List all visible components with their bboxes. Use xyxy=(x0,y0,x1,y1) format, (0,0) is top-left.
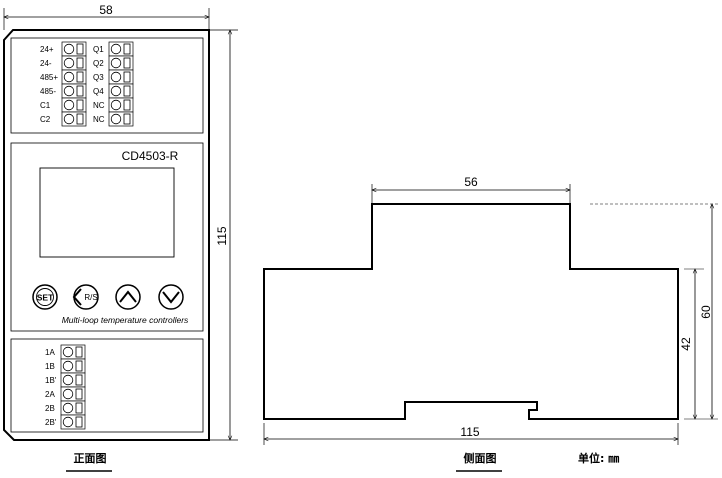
terminal-slot xyxy=(61,41,87,57)
bottom-terminal-block xyxy=(60,344,86,430)
front-height-dimension: 115 xyxy=(210,30,238,440)
terminal-slot xyxy=(61,97,87,113)
side-profile-outline xyxy=(263,203,679,420)
bottom-labels: 1A 1B 1B' 2A 2B 2B' xyxy=(45,348,57,427)
terminal-slot xyxy=(108,41,134,57)
terminal-slot xyxy=(60,414,86,430)
unit-note: 单位: ㎜ xyxy=(578,451,619,465)
terminal-slot xyxy=(108,69,134,85)
terminal-slot xyxy=(61,111,87,127)
bottom-terminal-section xyxy=(10,338,204,433)
terminal-label: 2A xyxy=(45,390,55,399)
terminal-slot xyxy=(61,69,87,85)
display-section xyxy=(10,142,204,332)
terminal-slot xyxy=(60,386,86,402)
terminal-label: Q3 xyxy=(93,73,104,82)
terminal-label: Q1 xyxy=(93,45,104,54)
front-view-caption: 正面图 xyxy=(74,452,107,465)
up-arrow-icon xyxy=(119,290,137,303)
side-height-60-dimension: 60 xyxy=(699,204,713,419)
terminal-label: C2 xyxy=(40,115,51,124)
side-height-60-label: 60 xyxy=(699,305,713,319)
terminal-slot xyxy=(60,358,86,374)
top-left-labels: 24+ 24- 485+ 485- C1 C2 xyxy=(40,45,58,124)
rs-button[interactable]: R/S xyxy=(72,284,99,310)
terminal-slot xyxy=(60,372,86,388)
side-width-label: 115 xyxy=(460,425,479,439)
side-height-42-label: 42 xyxy=(679,337,693,351)
terminal-label: 485+ xyxy=(40,73,58,82)
terminal-label: 1B' xyxy=(45,376,57,385)
down-button[interactable] xyxy=(158,284,184,310)
front-height-label: 115 xyxy=(215,226,229,245)
front-width-dimension: 58 xyxy=(4,3,209,30)
terminal-slot xyxy=(61,83,87,99)
side-view: 56 42 60 115 侧面图 单位: ㎜ xyxy=(263,175,718,472)
terminal-label: C1 xyxy=(40,101,51,110)
terminal-label: Q2 xyxy=(93,59,104,68)
terminal-label: NC xyxy=(93,115,105,124)
product-description: Multi-loop temperature controllers xyxy=(62,315,189,325)
lcd-display xyxy=(39,167,175,258)
model-name: CD4503-R xyxy=(122,149,179,163)
side-top-dimension: 56 xyxy=(372,175,570,203)
terminal-label: 24+ xyxy=(40,45,54,54)
terminal-slot xyxy=(108,55,134,71)
front-panel-outline xyxy=(3,29,210,441)
terminal-slot xyxy=(60,344,86,360)
terminal-label: 1A xyxy=(45,348,55,357)
side-top-label: 56 xyxy=(464,175,478,189)
down-arrow-icon xyxy=(162,291,180,304)
terminal-label: NC xyxy=(93,101,105,110)
up-button[interactable] xyxy=(115,284,141,310)
top-right-labels: Q1 Q2 Q3 Q4 NC NC xyxy=(93,45,105,124)
terminal-slot xyxy=(61,55,87,71)
set-button[interactable]: SET xyxy=(32,284,58,310)
front-view: 58 115 24+ 24- 485+ 485- C1 C2 Q1 Q2 Q3 … xyxy=(3,3,238,472)
terminal-slot xyxy=(108,83,134,99)
terminal-label: Q4 xyxy=(93,87,104,96)
terminal-slot xyxy=(108,97,134,113)
front-width-label: 58 xyxy=(99,3,113,17)
set-button-label: SET xyxy=(37,293,54,303)
terminal-label: 1B xyxy=(45,362,55,371)
terminal-slot xyxy=(60,400,86,416)
terminal-label: 2B' xyxy=(45,418,57,427)
side-height-42-dimension: 42 xyxy=(679,269,695,419)
top-terminal-section xyxy=(10,37,204,134)
side-view-caption: 侧面图 xyxy=(464,451,497,465)
terminal-label: 2B xyxy=(45,404,55,413)
side-width-dimension: 115 xyxy=(264,423,678,445)
terminal-label: 485- xyxy=(40,87,56,96)
rs-button-label: R/S xyxy=(84,293,97,302)
terminal-slot xyxy=(108,111,134,127)
left-arrow-icon xyxy=(72,288,82,306)
terminal-label: 24- xyxy=(40,59,52,68)
top-terminal-block xyxy=(61,41,134,127)
